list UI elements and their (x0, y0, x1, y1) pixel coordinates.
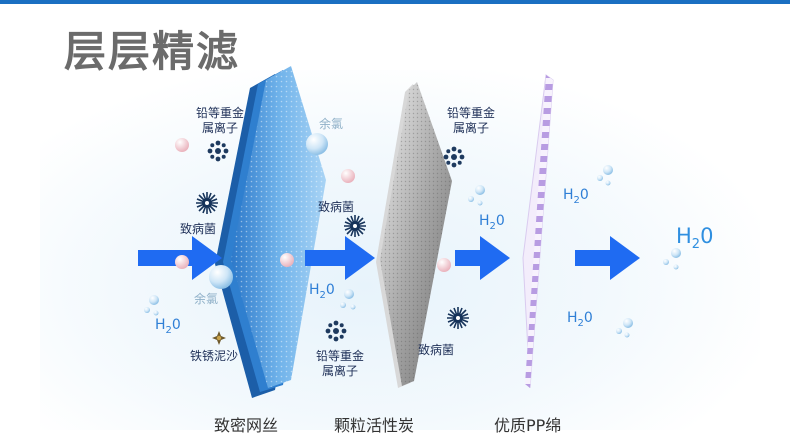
water-droplet-icon (340, 289, 356, 310)
bacteria-icon (196, 192, 218, 214)
pink-ion-ball-icon (280, 253, 294, 267)
label-rust-sand: 铁锈泥沙 (190, 349, 238, 364)
label-heavy-metal-ions: 铅等重金 属离子 (316, 349, 364, 379)
heavy-metal-particle-icon (444, 147, 465, 168)
bacteria-icon (344, 215, 366, 237)
stage-caption-pp: 优质PP绵 (494, 412, 561, 436)
chlorine-bubble-icon (306, 133, 328, 155)
label-water-output: H20 (676, 224, 713, 252)
arrow-right-icon (305, 236, 375, 280)
label-water: H20 (309, 283, 335, 303)
label-bacteria: 致病菌 (180, 222, 216, 237)
stage-caption-mesh: 致密网丝 (214, 412, 278, 436)
chlorine-bubble-icon (209, 265, 233, 289)
pink-ion-ball-icon (341, 169, 355, 183)
bacteria-icon (447, 307, 469, 329)
pink-ion-ball-icon (437, 258, 451, 272)
label-heavy-metal-ions: 铅等重金 属离子 (196, 106, 244, 136)
label-water: H20 (155, 318, 181, 338)
water-droplet-icon (468, 185, 485, 206)
stage-caption-carbon: 颗粒活性炭 (334, 412, 414, 436)
label-bacteria: 致病菌 (418, 343, 454, 358)
label-water: H20 (563, 188, 589, 208)
heavy-metal-particle-icon (208, 141, 229, 162)
arrow-right-icon (455, 236, 510, 280)
heavy-metal-particle-icon (326, 321, 347, 342)
label-water: H20 (479, 214, 505, 234)
pp-filter-panel (523, 75, 553, 388)
label-residual-chlorine: 余氯 (194, 292, 218, 307)
label-water: H20 (567, 311, 593, 331)
water-droplet-icon (144, 295, 159, 316)
rust-sand-icon (212, 331, 226, 345)
water-droplet-icon (616, 318, 633, 338)
arrow-right-icon (575, 236, 640, 280)
water-droplet-icon (597, 165, 613, 186)
pink-ion-ball-icon (175, 138, 189, 152)
pink-ion-ball-icon (175, 255, 189, 269)
label-heavy-metal-ions: 铅等重金 属离子 (447, 106, 495, 136)
label-residual-chlorine: 余氯 (319, 117, 343, 132)
label-bacteria: 致病菌 (318, 200, 354, 215)
